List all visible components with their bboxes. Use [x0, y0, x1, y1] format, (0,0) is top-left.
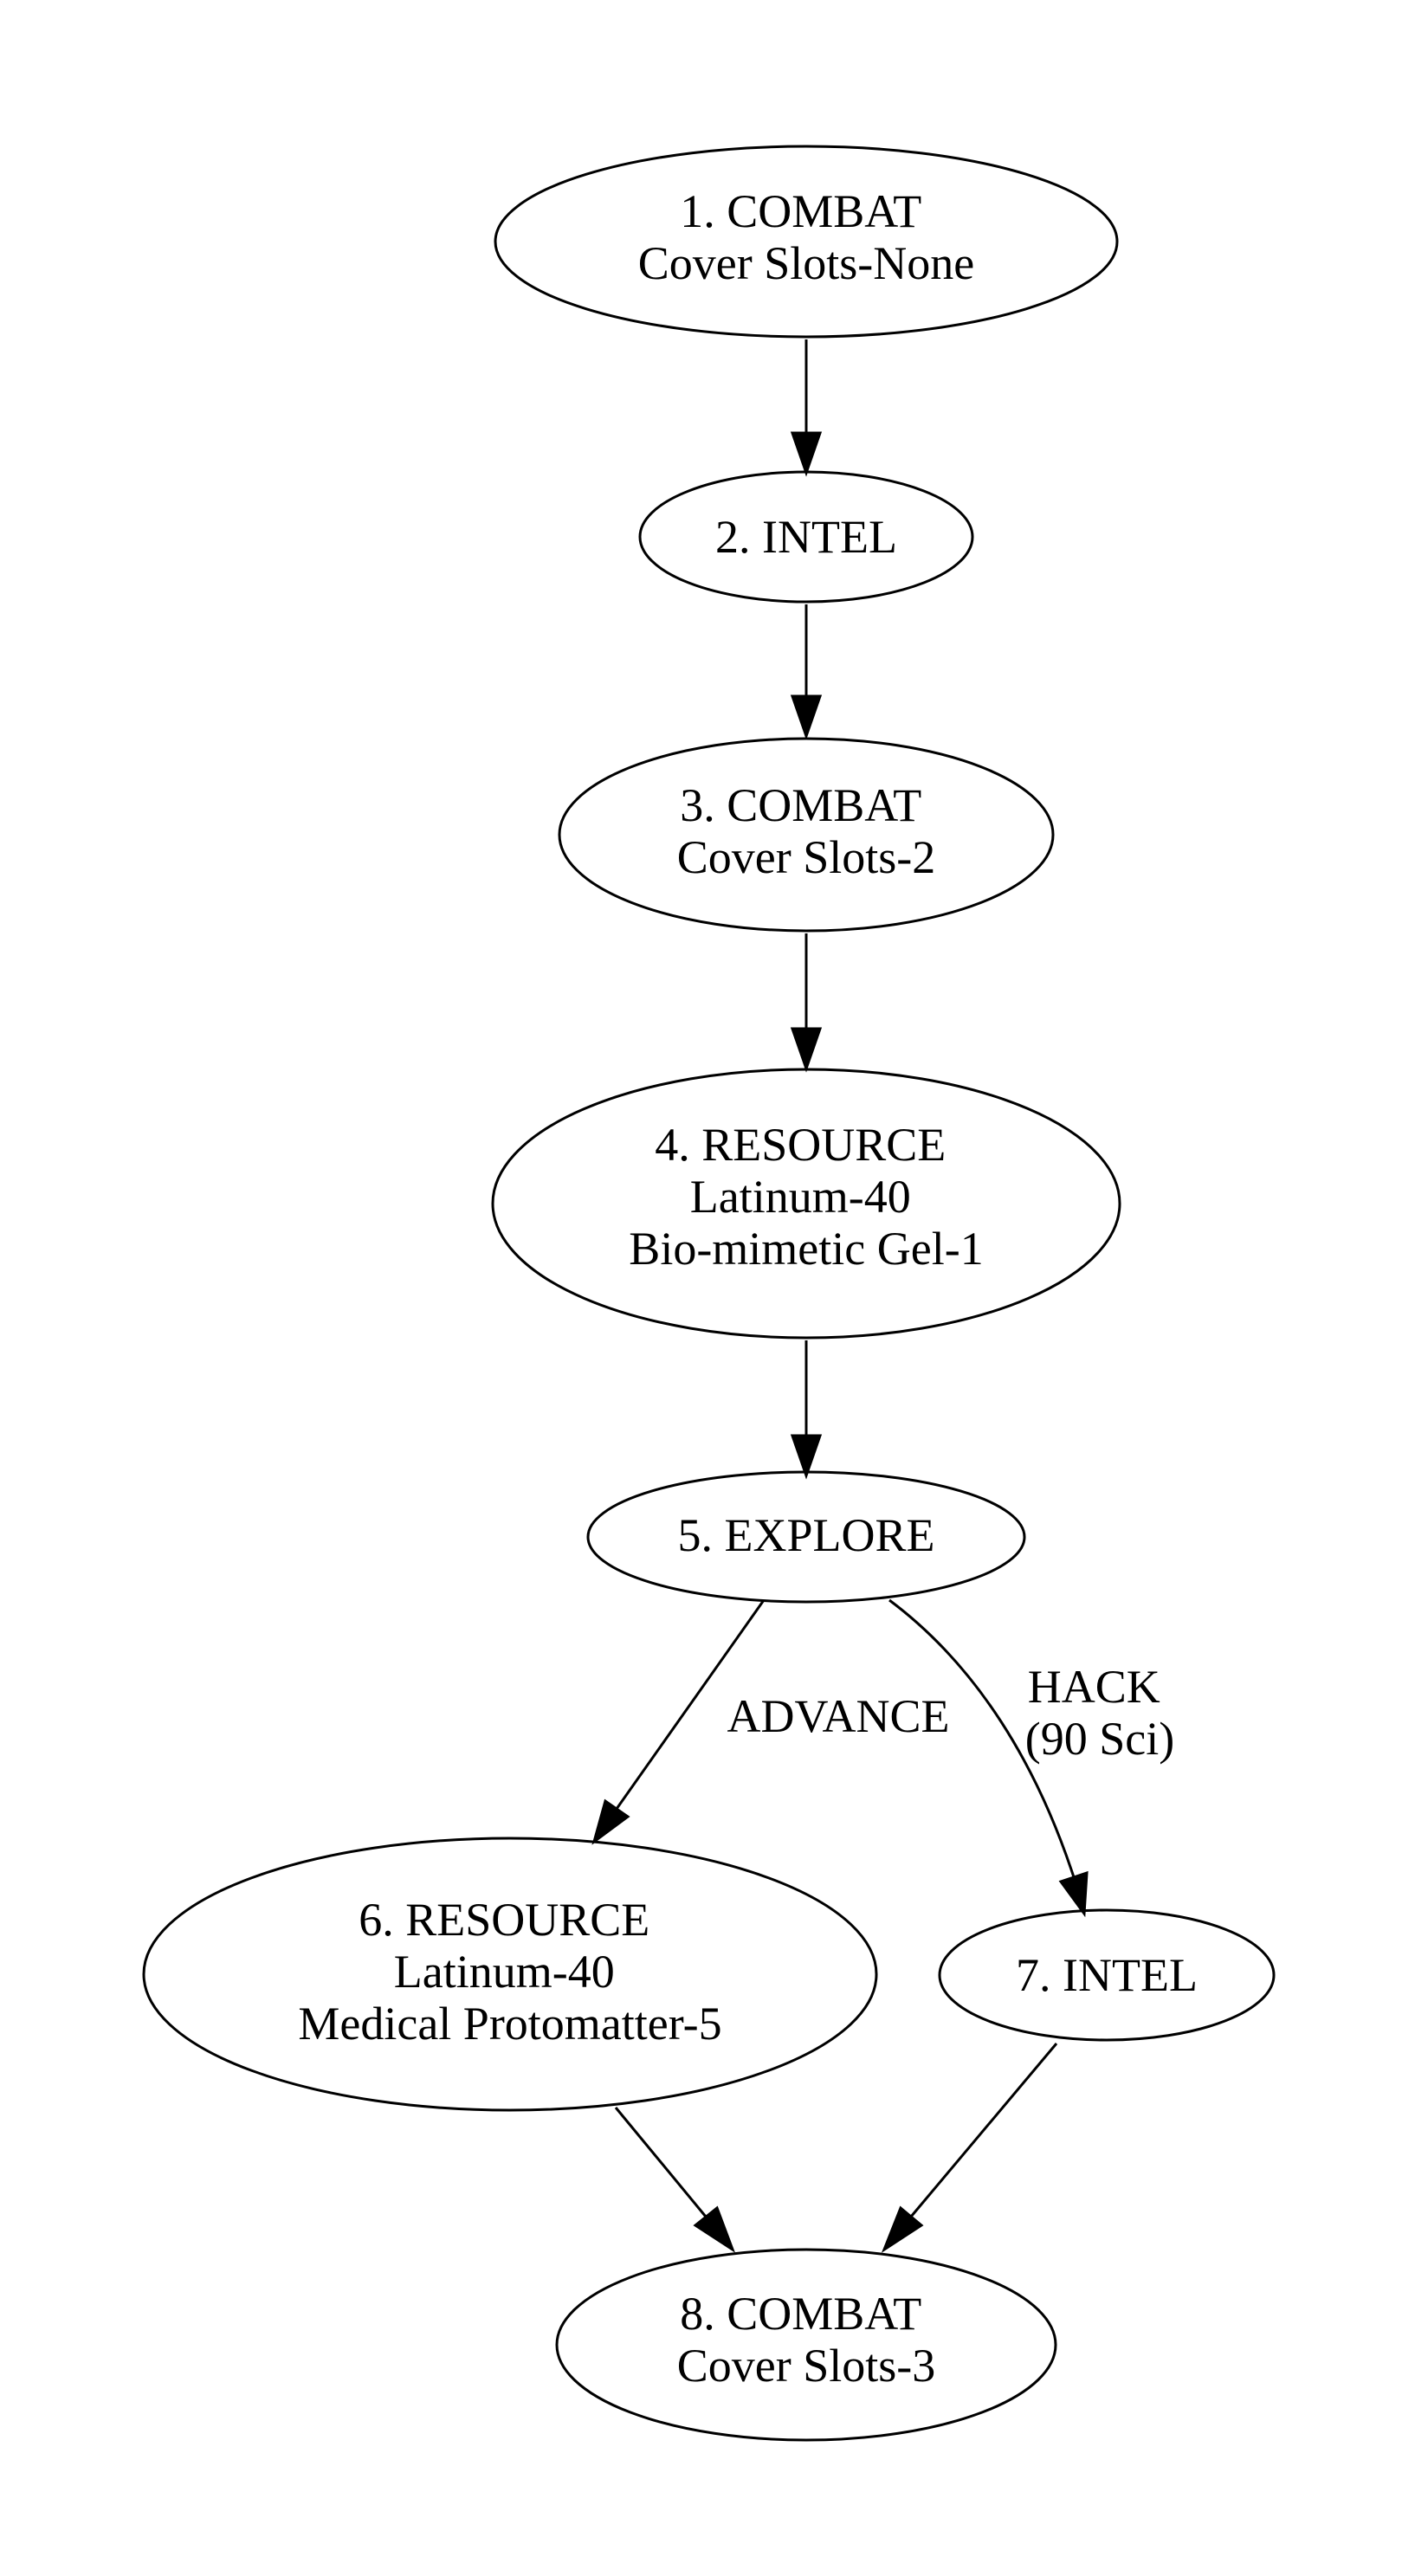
node-2-line-1: 2. INTEL — [715, 511, 897, 563]
node-4-line-2: Latinum-40 — [690, 1171, 911, 1223]
node-1-combat: 1. COMBAT Cover Slots-None — [494, 145, 1119, 339]
edge-7-8 — [881, 2043, 1058, 2253]
node-4-line-3: Bio-mimetic Gel-1 — [629, 1223, 983, 1275]
edge-2-3 — [790, 604, 823, 740]
node-3-line-1: 3. COMBAT — [680, 779, 921, 831]
edge-4-5 — [790, 1340, 823, 1480]
node-7-line-1: 7. INTEL — [1016, 1949, 1198, 2001]
svg-text:4. RESOURCE Latinum-40: 4. RESOURCE Latinum-40 Bio-mimetic Gel-1 — [629, 1119, 983, 1275]
node-6-line-2: Latinum-40 — [394, 1946, 615, 1998]
node-6-line-1: 6. RESOURCE — [359, 1894, 649, 1946]
svg-text:1. COMBAT Cover Slots-No: 1. COMBAT Cover Slots-None — [638, 185, 974, 289]
edge-label-hack-line-1: HACK — [1028, 1661, 1160, 1713]
edge-1-2 — [790, 339, 823, 477]
svg-text:2. INTEL: 2. INTEL — [715, 511, 897, 563]
node-2-intel: 2. INTEL — [638, 470, 974, 604]
node-4-resource: 4. RESOURCE Latinum-40 Bio-mimetic Gel-1 — [491, 1068, 1121, 1340]
node-5-line-1: 5. EXPLORE — [678, 1509, 935, 1561]
svg-text:6. RESOURCE Latinum-40: 6. RESOURCE Latinum-40 Medical Protomatt… — [298, 1894, 721, 2050]
node-5-explore: 5. EXPLORE — [586, 1470, 1026, 1604]
node-8-line-2: Cover Slots-3 — [677, 2340, 936, 2392]
svg-text:5. EXPLORE: 5. EXPLORE — [678, 1509, 935, 1561]
edge-label-advance-line: ADVANCE — [727, 1690, 949, 1742]
node-1-line-2: Cover Slots-None — [638, 237, 974, 289]
edge-6-8 — [614, 2107, 736, 2253]
edge-5-7 — [888, 1598, 1089, 1918]
node-6-line-3: Medical Protomatter-5 — [298, 1998, 721, 2050]
edge-label-advance: ADVANCE — [727, 1690, 949, 1742]
svg-text:8. COMBAT Cover Slots-3: 8. COMBAT Cover Slots-3 — [677, 2288, 936, 2392]
node-8-line-1: 8. COMBAT — [680, 2288, 921, 2340]
svg-text:7. INTEL: 7. INTEL — [1016, 1949, 1198, 2001]
svg-text:3. COMBAT Cover Slots-2: 3. COMBAT Cover Slots-2 — [677, 779, 936, 883]
node-1-line-1: 1. COMBAT — [680, 185, 921, 237]
node-7-intel: 7. INTEL — [938, 1908, 1276, 2042]
node-4-line-1: 4. RESOURCE — [655, 1119, 946, 1171]
edge-label-hack: HACK (90 Sci) — [1025, 1661, 1174, 1765]
node-6-resource: 6. RESOURCE Latinum-40 Medical Protomatt… — [142, 1837, 878, 2112]
node-8-combat: 8. COMBAT Cover Slots-3 — [555, 2248, 1057, 2442]
node-3-combat: 3. COMBAT Cover Slots-2 — [558, 737, 1055, 933]
edge-5-6 — [591, 1599, 766, 1845]
node-3-line-2: Cover Slots-2 — [677, 831, 936, 883]
edge-label-hack-line-2: (90 Sci) — [1025, 1713, 1174, 1765]
edge-3-4 — [790, 933, 823, 1073]
